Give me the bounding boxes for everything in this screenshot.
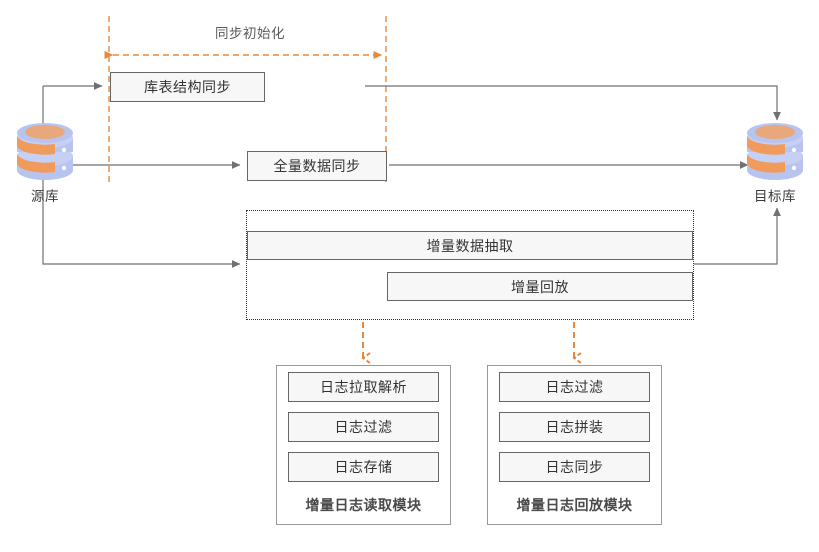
module-log-replay-item-2[interactable]: 日志同步 [499, 452, 650, 482]
module-log-replay-item-0[interactable]: 日志过滤 [499, 372, 650, 402]
stage-incremental-extract[interactable]: 增量数据抽取 [247, 231, 693, 260]
module-log-read-title: 增量日志读取模块 [305, 497, 422, 513]
module-log-read-item-1[interactable]: 日志过滤 [288, 412, 439, 442]
stage-full-data-sync[interactable]: 全量数据同步 [247, 151, 387, 181]
target-database-icon [742, 120, 808, 187]
module-feed-arrows [363, 322, 574, 358]
module-log-replay [487, 365, 662, 525]
phase-bracket [104, 16, 387, 182]
module-log-replay-title: 增量日志回放模块 [516, 497, 633, 513]
module-log-read-item-0[interactable]: 日志拉取解析 [288, 372, 439, 402]
stage-incremental-replay[interactable]: 增量回放 [387, 272, 693, 301]
stage-schema-sync[interactable]: 库表结构同步 [110, 72, 265, 102]
module-log-read [276, 365, 451, 525]
module-log-replay-item-1[interactable]: 日志拼装 [499, 412, 650, 442]
source-connectors [42, 82, 241, 268]
source-database-label: 源库 [31, 189, 59, 204]
target-connectors [365, 85, 781, 265]
module-log-read-item-2[interactable]: 日志存储 [288, 452, 439, 482]
phase-label: 同步初始化 [215, 26, 285, 41]
incremental-sync-container [246, 210, 694, 320]
target-database-label: 目标库 [754, 189, 796, 204]
source-database-icon [12, 120, 78, 187]
